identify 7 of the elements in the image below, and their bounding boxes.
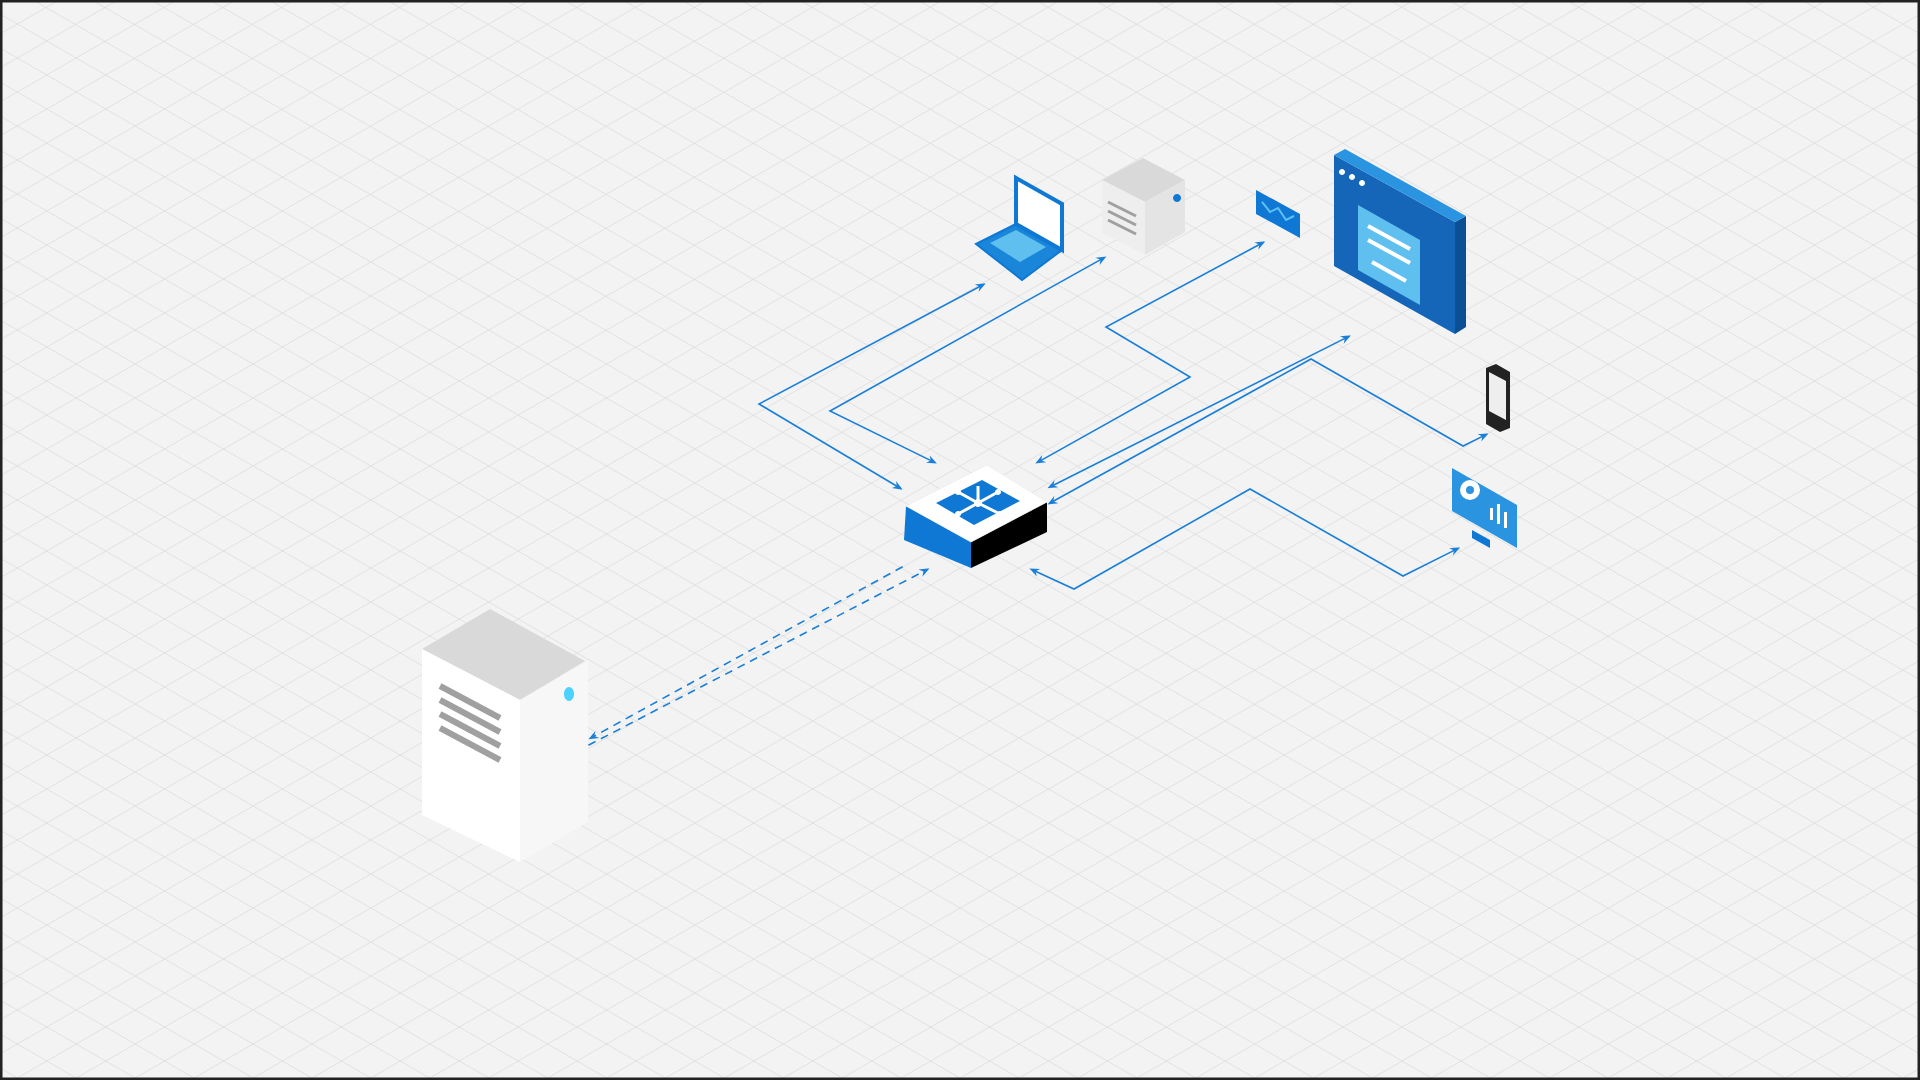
hub-drawing <box>904 464 1048 568</box>
browser-window-drawing <box>1334 149 1466 334</box>
card-drawing <box>1256 190 1300 238</box>
monitor-drawing <box>1452 468 1517 548</box>
phone-drawing <box>1486 364 1510 432</box>
server-drawing <box>422 609 588 862</box>
server-drawing <box>1102 158 1185 255</box>
